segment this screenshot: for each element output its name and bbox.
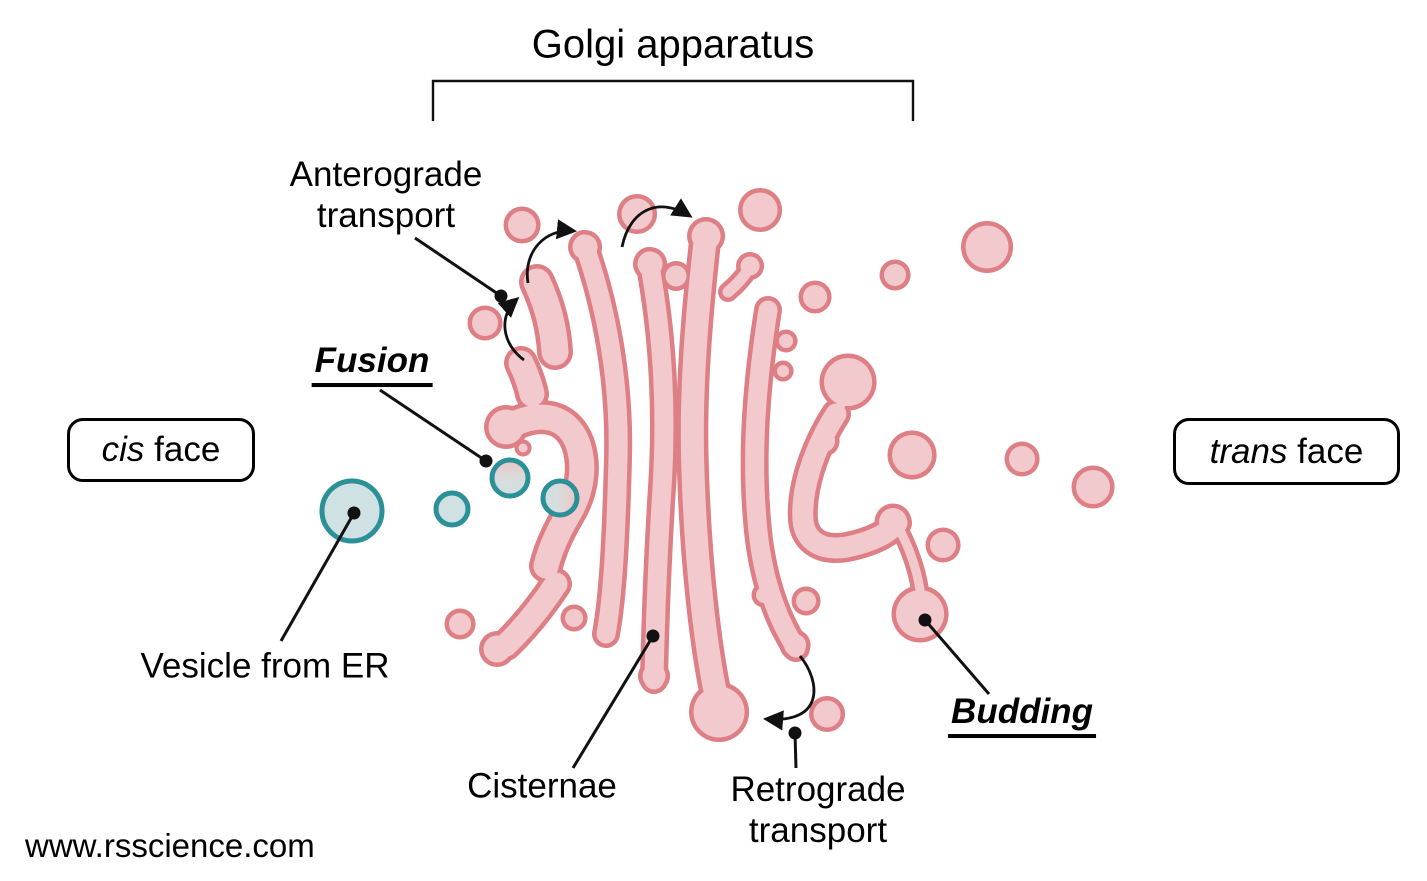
- trans-face-italic: trans: [1209, 431, 1288, 471]
- er-vesicle-fusing-2: [540, 478, 580, 518]
- anterograde-dot: [494, 289, 508, 303]
- er-vesicles: [319, 457, 580, 544]
- retrograde-dot: [788, 726, 802, 740]
- page-title: Golgi apparatus: [531, 22, 815, 67]
- transport-arrows: [497, 198, 816, 731]
- watermark: www.rsscience.com: [25, 827, 315, 864]
- anterograde-arrow-icon: [497, 296, 525, 362]
- cis-face-box: cis face: [67, 418, 255, 482]
- cis-face-rest: face: [144, 430, 221, 469]
- anterograde-arrow-icon: [620, 198, 693, 248]
- er-vesicle-fusing-1: [489, 457, 531, 499]
- fusion-leader-line: [379, 388, 487, 463]
- label-fusion: Fusion: [311, 341, 433, 387]
- trans-face-box: trans face: [1173, 418, 1400, 485]
- label-retrograde-transport: Retrograde transport: [730, 770, 906, 850]
- retrograde-arrow-icon: [762, 655, 816, 731]
- vesicle-er-dot: [347, 506, 361, 520]
- leader-lines: [279, 236, 991, 769]
- leader-dots: [347, 289, 932, 740]
- label-vesicle-from-er: Vesicle from ER: [140, 646, 390, 686]
- label-anterograde-transport: Anterograde transport: [289, 155, 483, 235]
- cisternae-leader-line: [571, 635, 655, 769]
- er-vesicle-small: [433, 490, 471, 528]
- anterograde-arrow-icon: [525, 219, 578, 284]
- fusion-dot: [479, 454, 493, 468]
- cis-face-italic: cis: [101, 430, 145, 469]
- golgi-membranes-outline: [460, 210, 1093, 714]
- label-cisternae: Cisternae: [467, 766, 617, 806]
- cisternae-dot: [646, 629, 660, 643]
- vesicle-er-leader-line: [279, 512, 356, 642]
- budding-leader-line: [923, 619, 991, 695]
- anterograde-leader-line: [414, 236, 502, 298]
- budding-dot: [918, 613, 932, 627]
- golgi-extent-bracket: [431, 79, 915, 121]
- label-budding: Budding: [948, 692, 1096, 738]
- trans-face-rest: face: [1287, 431, 1364, 471]
